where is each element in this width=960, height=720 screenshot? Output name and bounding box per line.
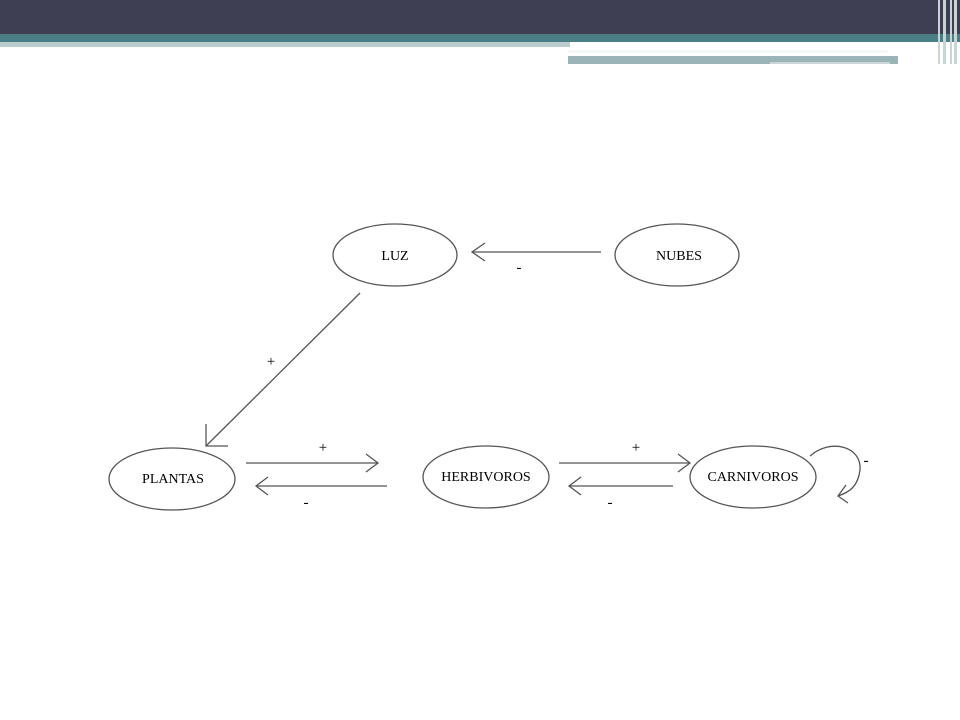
- sign-nubes-to-luz: -: [517, 260, 522, 276]
- node-label-nubes: NUBES: [656, 249, 702, 264]
- node-label-plantas: PLANTAS: [142, 472, 204, 487]
- node-carnivoros: [689, 445, 817, 509]
- sign-herbivoros-to-carnivoros: +: [632, 440, 640, 456]
- node-label-luz: LUZ: [381, 249, 408, 264]
- node-plantas: [108, 447, 236, 511]
- node-herbivoros: [422, 445, 550, 509]
- node-label-carnivoros: CARNIVOROS: [707, 470, 798, 485]
- arrow-carnivoros-self-loop: [809, 445, 861, 504]
- slide-title-bar: [0, 0, 960, 34]
- node-nubes: [614, 223, 740, 287]
- slide-accent-band: [0, 34, 960, 42]
- slide-accent-stripe: [568, 50, 888, 53]
- sign-plantas-to-herbivoros: +: [319, 440, 327, 456]
- slide-accent-stripe: [770, 62, 890, 64]
- sign-carnivoros-self: -: [864, 453, 869, 469]
- arrow-plantas-to-herbivoros: [246, 453, 380, 473]
- arrow-carnivoros-to-herbivoros: [567, 476, 673, 496]
- slide-accent-band-light: [0, 42, 570, 47]
- arrow-herbivoros-to-carnivoros: [559, 453, 692, 473]
- node-luz: [332, 223, 458, 287]
- arrow-herbivoros-to-plantas: [254, 476, 387, 496]
- arrow-nubes-to-luz: [470, 242, 601, 262]
- sign-herbivoros-to-plantas: -: [304, 495, 309, 511]
- arrow-luz-to-plantas: [205, 292, 361, 447]
- sign-carnivoros-to-herbivoros: -: [608, 495, 613, 511]
- sign-luz-to-plantas: +: [267, 354, 275, 370]
- slide-accent-stripe: [568, 56, 898, 64]
- node-label-herbivoros: HERBIVOROS: [441, 470, 530, 485]
- corner-decoration: [930, 0, 960, 64]
